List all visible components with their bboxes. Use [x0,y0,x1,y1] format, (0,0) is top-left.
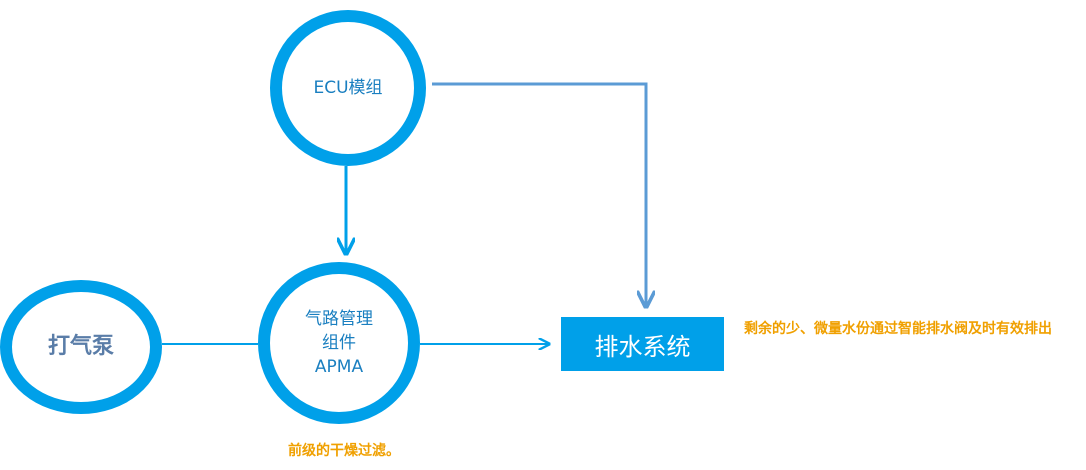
air-pump-label: 打气泵 [47,334,114,359]
apma-node: 气路管理 组件 APMA [258,262,420,424]
apma-note: 前级的干燥过滤。 [288,443,400,459]
apma-label-line3: APMA [314,357,364,377]
apma-label: 气路管理 组件 APMA [305,307,373,379]
drain-system-node: 排水系统 [561,317,724,371]
air-pump-node: 打气泵 [0,280,162,414]
apma-label-line2: 组件 [322,333,356,353]
apma-label-line1: 气路管理 [305,309,373,329]
ecu-module-label: ECU模组 [313,78,383,98]
ecu-module-node: ECU模组 [270,10,426,166]
connector-ecu-to-drain [432,82,646,305]
drain-note: 剩余的少、微量水份通过智能排水阀及时有效排出 [744,321,1052,337]
